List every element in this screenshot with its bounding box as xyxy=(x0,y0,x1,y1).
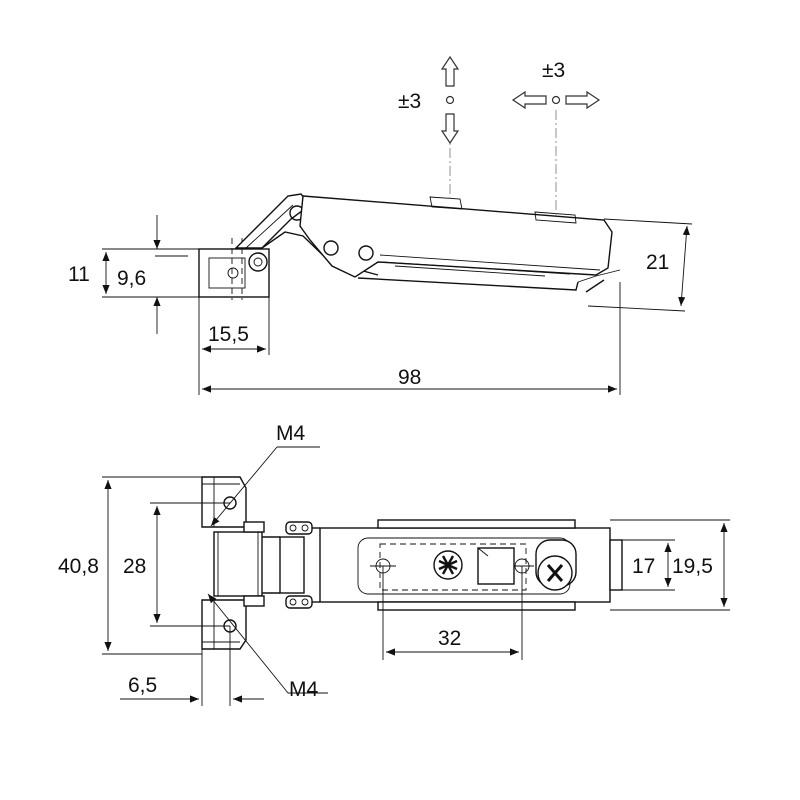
horizontal-adjust-arrows: ±3 xyxy=(511,59,601,110)
dim-21-label: 21 xyxy=(646,251,669,274)
adjust-screw-icon xyxy=(535,539,577,591)
dim-plate-height-inner: 28 xyxy=(123,502,230,627)
dim-overall-length: 98 xyxy=(202,282,621,395)
dim-40-8-label: 40,8 xyxy=(58,555,99,578)
hinge-arm-side xyxy=(299,195,621,293)
dim-hole-spacing: 32 xyxy=(382,566,523,660)
mounting-plate-upper xyxy=(201,476,247,528)
m4-lower-label: M4 xyxy=(289,678,318,701)
phillips-screw-icon xyxy=(433,550,463,580)
top-view: M4 M4 40,8 28 6,5 xyxy=(58,422,730,706)
mounting-block-side xyxy=(198,238,270,300)
mounting-plate-lower xyxy=(201,599,247,650)
vertical-adjust-arrows: ±3 xyxy=(398,55,460,145)
hinge-knuckle-top xyxy=(213,521,320,609)
dim-15-5-label: 15,5 xyxy=(208,323,249,346)
dim-height-side: 11 9,6 xyxy=(68,215,199,334)
vertical-adjust-label: ±3 xyxy=(398,90,421,113)
thread-callout-upper: M4 xyxy=(210,422,320,527)
thread-callout-lower: M4 xyxy=(207,593,328,701)
m4-upper-label: M4 xyxy=(276,422,305,445)
dim-plate-offset: 6,5 xyxy=(120,626,264,706)
horizontal-adjust-label: ±3 xyxy=(542,59,565,82)
dim-11-label: 11 xyxy=(68,263,90,286)
dim-98-label: 98 xyxy=(398,366,421,389)
dim-17-label: 17 xyxy=(632,555,655,578)
dim-9-6-label: 9,6 xyxy=(117,267,146,290)
dim-arm-height: 21 xyxy=(587,218,693,312)
dim-block-width: 15,5 xyxy=(198,297,270,395)
dim-28-label: 28 xyxy=(123,555,146,578)
dim-19-5-label: 19,5 xyxy=(672,555,713,578)
dim-32-label: 32 xyxy=(438,627,461,650)
dim-6-5-label: 6,5 xyxy=(128,674,157,697)
dim-arm-width: 17 19,5 xyxy=(610,519,730,611)
dim-plate-height-outer: 40,8 xyxy=(58,476,202,655)
side-view: ±3 ±3 11 9,6 15,5 xyxy=(68,55,693,395)
